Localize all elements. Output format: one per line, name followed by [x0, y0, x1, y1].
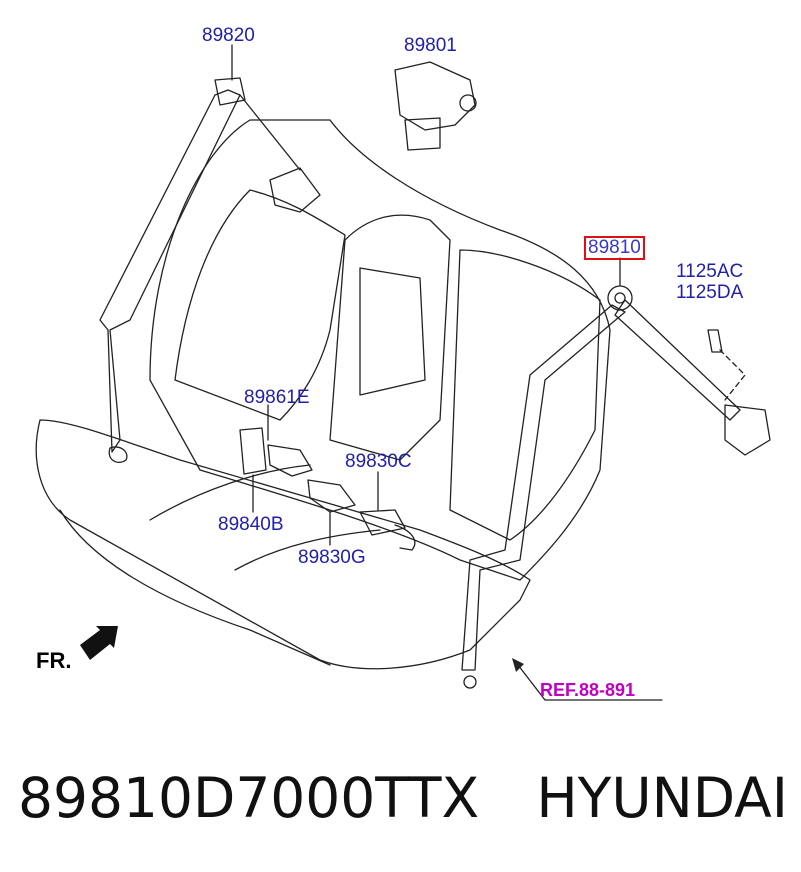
right-anchor-inner — [614, 292, 626, 304]
buckle-89830c-strap — [394, 524, 416, 551]
seat-cushion-seam-2 — [234, 529, 381, 571]
leader-ref — [517, 664, 663, 701]
seat-back-middle-cushion — [329, 214, 451, 461]
right-belt-upper — [614, 299, 741, 421]
seat-back-right-cushion — [449, 249, 601, 541]
retractor-89801-knob — [459, 94, 477, 112]
seat-cushion-seam-1 — [149, 464, 311, 521]
label-ref: REF.88-891 — [540, 680, 636, 700]
bolt-1125 — [707, 329, 723, 353]
seatback-retractor — [269, 167, 321, 213]
right-belt — [461, 304, 626, 671]
right-lower-anchor — [463, 675, 477, 689]
label-89840b: 89840B — [218, 514, 284, 535]
buckle-89830c — [359, 509, 406, 536]
label-89801: 89801 — [404, 35, 457, 56]
buckle-89840b — [239, 427, 267, 475]
seat-cushion-front — [59, 509, 331, 666]
label-89861e: 89861E — [244, 387, 310, 408]
seat-cushion-outline — [35, 419, 531, 670]
seat-back-left-cushion — [174, 189, 346, 421]
label-1125ac: 1125AC — [676, 261, 744, 282]
caption: 89810D7000TTX HYUNDAI — [18, 766, 788, 830]
right-anchor-89810 — [607, 285, 633, 311]
brand-name: HYUNDAI — [536, 766, 788, 830]
left-belt — [99, 89, 241, 453]
seatback-belt-guide — [239, 94, 301, 171]
ref-arrow-icon — [512, 658, 524, 672]
label-89830g: 89830G — [298, 547, 366, 568]
front-arrow-icon — [80, 626, 118, 660]
buckle-89830g — [307, 479, 356, 513]
seat-armrest-panel — [359, 267, 426, 396]
seat-belt-diagram — [35, 44, 771, 701]
bolt-dashed-line — [719, 349, 746, 401]
seat-back-outline — [149, 119, 611, 581]
label-89830c: 89830C — [345, 451, 412, 472]
retractor-89801 — [394, 61, 476, 131]
label-1125da: 1125DA — [676, 282, 744, 303]
front-direction-label: FR. — [36, 648, 72, 673]
right-retractor — [724, 404, 771, 456]
left-lower-anchor — [108, 446, 128, 463]
buckle-89861e — [267, 444, 313, 477]
label-89820: 89820 — [202, 25, 255, 46]
part-number: 89810D7000TTX — [18, 766, 480, 830]
retractor-89801-bracket — [404, 117, 441, 151]
label-89810: 89810 — [584, 236, 645, 260]
